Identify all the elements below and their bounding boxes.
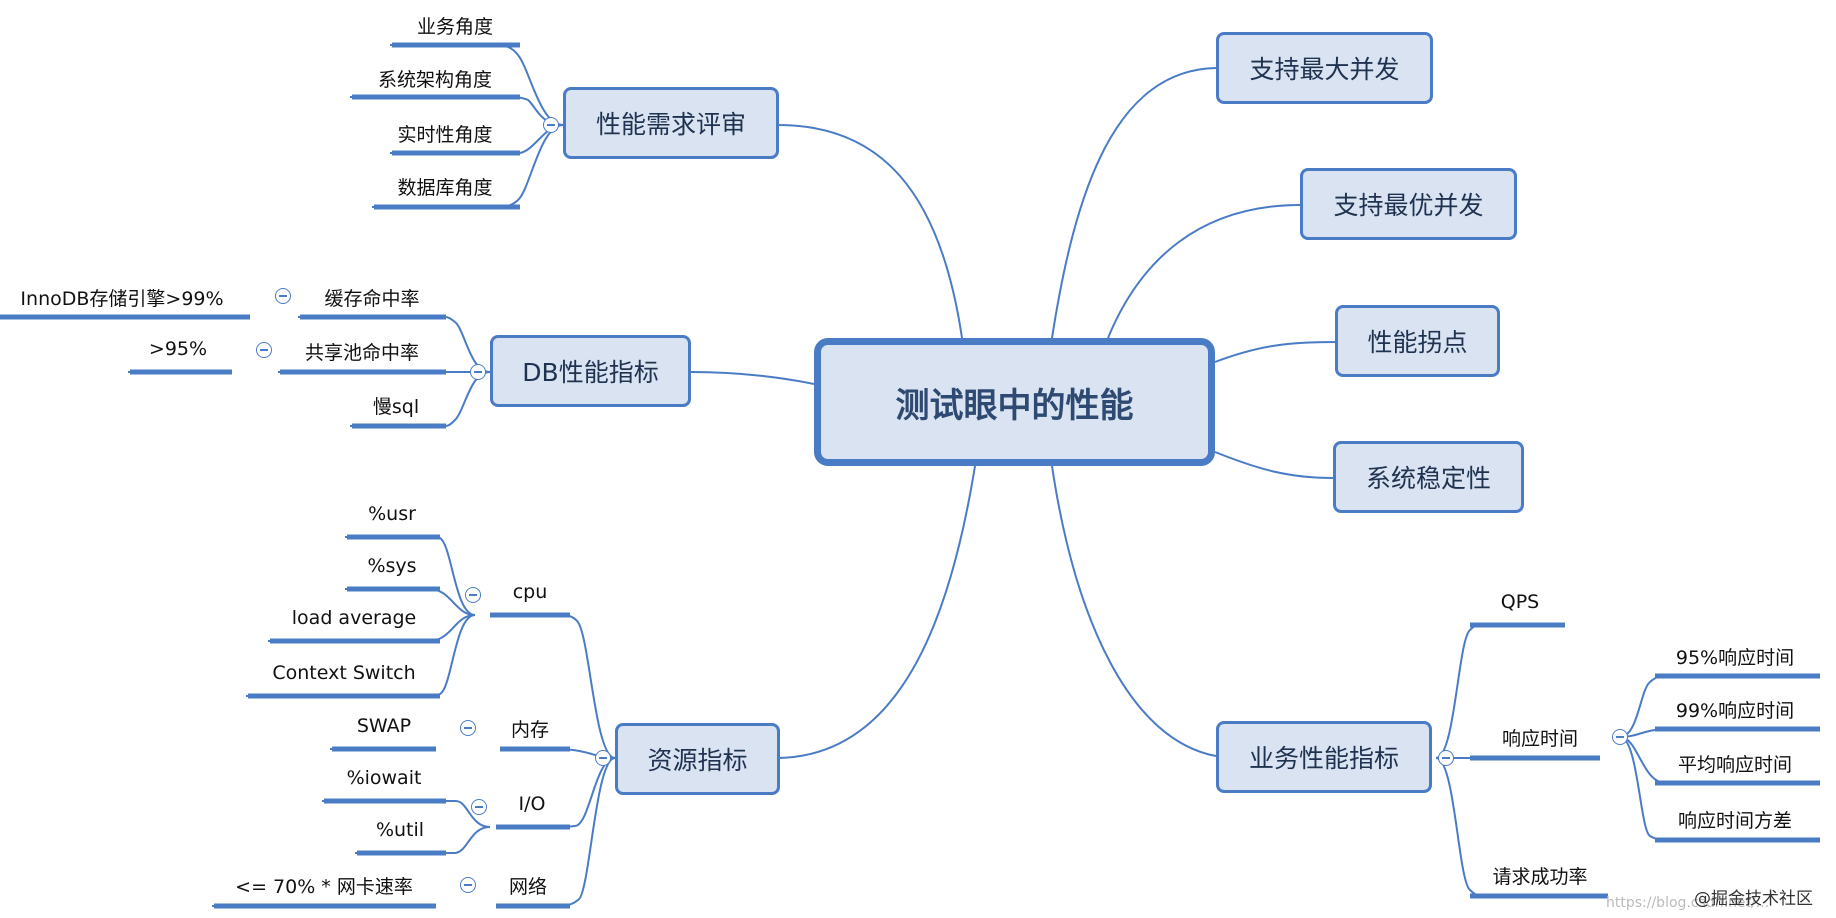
leaf-cpu[interactable]: cpu — [512, 581, 548, 603]
leaf-swap[interactable]: SWAP — [356, 715, 412, 737]
leaf-memory[interactable]: 内存 — [510, 719, 550, 741]
leaf-cache-hit[interactable]: 缓存命中率 — [324, 288, 420, 310]
branch-resource-metrics-label: 资源指标 — [647, 746, 748, 775]
leaf-business-angle[interactable]: 业务角度 — [416, 16, 494, 38]
leaf-context-switch[interactable]: Context Switch — [272, 662, 416, 684]
leaf-success-rate[interactable]: 请求成功率 — [1492, 866, 1588, 888]
branch-db-metrics[interactable]: DB性能指标 — [490, 335, 691, 407]
leaf-sys[interactable]: %sys — [367, 555, 417, 577]
leaf-avg[interactable]: 平均响应时间 — [1677, 754, 1793, 776]
leaf-util[interactable]: %util — [375, 819, 425, 841]
leaf-response-time[interactable]: 响应时间 — [1501, 728, 1579, 750]
leaf-database-angle[interactable]: 数据库角度 — [397, 177, 493, 199]
collapse-icon[interactable] — [595, 750, 611, 766]
watermark-url: https://blog.csdn.net/... — [1606, 895, 1770, 911]
branch-stability-label: 系统稳定性 — [1365, 464, 1491, 493]
collapse-icon[interactable] — [460, 877, 476, 893]
leaf-io[interactable]: I/O — [518, 793, 546, 815]
branch-perf-review-label: 性能需求评审 — [595, 110, 746, 139]
leaf-usr[interactable]: %usr — [368, 503, 416, 525]
branch-business-metrics[interactable]: 业务性能指标 — [1216, 721, 1432, 793]
watermark-text: @掘金技术社区 — [1694, 889, 1813, 909]
branch-db-metrics-label: DB性能指标 — [522, 358, 659, 387]
collapse-icon[interactable] — [465, 587, 481, 603]
branch-optimal-concurrency-label: 支持最优并发 — [1333, 191, 1484, 220]
collapse-icon[interactable] — [471, 799, 487, 815]
central-topic-label: 测试眼中的性能 — [895, 385, 1134, 426]
branch-optimal-concurrency[interactable]: 支持最优并发 — [1300, 168, 1517, 240]
branch-max-concurrency[interactable]: 支持最大并发 — [1216, 32, 1433, 104]
collapse-icon[interactable] — [1438, 750, 1454, 766]
leaf-p95[interactable]: 95%响应时间 — [1675, 647, 1795, 669]
branch-inflection-point-label: 性能拐点 — [1367, 328, 1468, 357]
branch-perf-review[interactable]: 性能需求评审 — [563, 87, 779, 159]
collapse-icon[interactable] — [275, 288, 291, 304]
leaf-network[interactable]: 网络 — [508, 876, 548, 898]
branch-inflection-point[interactable]: 性能拐点 — [1335, 305, 1500, 377]
leaf-shared-pool-threshold[interactable]: >95% — [148, 338, 208, 360]
collapse-icon[interactable] — [1612, 729, 1628, 745]
branch-business-metrics-label: 业务性能指标 — [1248, 744, 1399, 773]
leaf-slow-sql[interactable]: 慢sql — [372, 396, 420, 418]
leaf-architecture-angle[interactable]: 系统架构角度 — [377, 69, 493, 91]
leaf-qps[interactable]: QPS — [1500, 591, 1540, 613]
branch-resource-metrics[interactable]: 资源指标 — [615, 723, 780, 795]
leaf-p99[interactable]: 99%响应时间 — [1675, 700, 1795, 722]
collapse-icon[interactable] — [470, 364, 486, 380]
leaf-shared-pool[interactable]: 共享池命中率 — [304, 342, 420, 364]
collapse-icon[interactable] — [460, 720, 476, 736]
leaf-iowait[interactable]: %iowait — [346, 767, 422, 789]
collapse-icon[interactable] — [256, 342, 272, 358]
leaf-realtime-angle[interactable]: 实时性角度 — [397, 124, 493, 146]
leaf-innodb[interactable]: InnoDB存储引擎>99% — [20, 288, 224, 310]
leaf-variance[interactable]: 响应时间方差 — [1677, 810, 1793, 832]
collapse-icon[interactable] — [543, 117, 559, 133]
leaf-nic-rate[interactable]: <= 70% * 网卡速率 — [235, 876, 413, 898]
branch-max-concurrency-label: 支持最大并发 — [1249, 55, 1400, 84]
branch-stability[interactable]: 系统稳定性 — [1333, 441, 1524, 513]
leaf-load-average[interactable]: load average — [291, 607, 417, 629]
central-topic[interactable]: 测试眼中的性能 — [814, 338, 1215, 466]
